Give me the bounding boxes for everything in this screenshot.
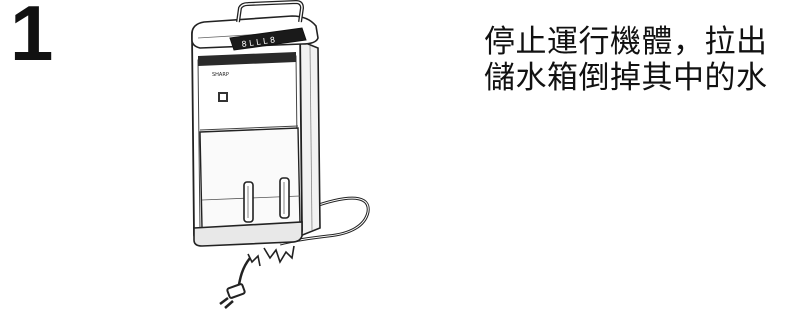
dehumidifier-illustration: 8 L L L 8 SHARP [191, 0, 370, 309]
power-cord-loop [279, 196, 370, 246]
control-panel: 8 L L L 8 [229, 27, 307, 51]
step-number: 1 [10, 0, 53, 77]
upper-grille [199, 125, 299, 131]
instruction-line-1: 停止運行機體，拉出 [484, 24, 768, 60]
cord-exit-marks [247, 245, 295, 267]
instruction-text: 停止運行機體，拉出 儲水箱倒掉其中的水 [484, 24, 804, 96]
dehumidifier-base [193, 221, 303, 247]
brand-text: SHARP [212, 72, 229, 78]
carry-handle [236, 0, 305, 23]
instruction-line-2: 儲水箱倒掉其中的水 [484, 60, 768, 96]
front-panel-band [198, 52, 296, 66]
brand-logo: SHARP [212, 72, 229, 102]
power-cord-plug [219, 257, 251, 309]
water-tank [199, 127, 301, 229]
